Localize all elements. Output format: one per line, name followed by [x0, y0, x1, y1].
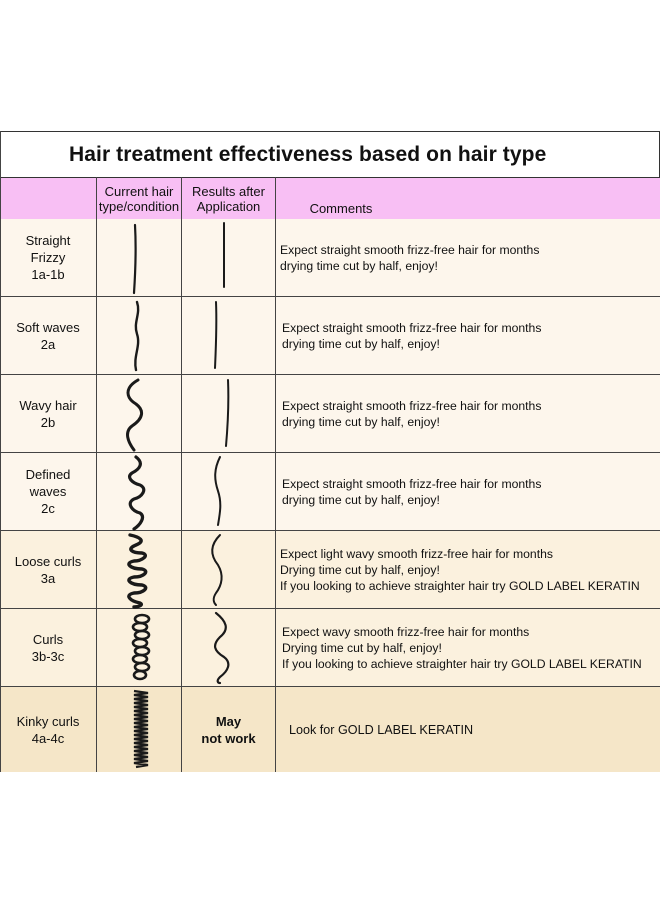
table-row: Soft waves 2a Expect straight smooth fri…	[0, 297, 660, 375]
hair-type-code: 3b-3c	[31, 648, 65, 664]
header-comments: Comments	[309, 201, 373, 216]
hair-type-cell: Loose curls 3a	[0, 531, 96, 608]
hair-type-line: Defined	[25, 467, 71, 482]
hair-type-table: Hair treatment effectiveness based on ha…	[0, 131, 660, 772]
straight-hair-icon	[214, 301, 218, 369]
comment-line: Expect straight smooth frizz-free hair f…	[280, 242, 540, 257]
straight-hair-icon	[132, 223, 137, 295]
hair-type-code: 2b	[40, 414, 56, 430]
hair-type-code: 2c	[41, 501, 55, 516]
column-divider	[181, 177, 182, 772]
hair-type-cell: Kinky curls 4a-4c	[0, 687, 96, 772]
hair-type-cell: Straight Frizzy 1a-1b	[0, 219, 96, 296]
table-title-row: Hair treatment effectiveness based on ha…	[0, 131, 660, 177]
wavy-hair-icon	[214, 611, 230, 685]
header-current-hair: Current hair type/condition	[97, 178, 181, 219]
soft-wave-hair-icon	[211, 534, 223, 606]
table-header-row: Current hair type/condition Results afte…	[0, 177, 660, 220]
comment-line: drying time cut by half, enjoy!	[282, 414, 440, 429]
hair-type-line: Straight	[25, 233, 71, 248]
hair-type-line: Soft waves	[16, 319, 80, 335]
table-row: Defined waves 2c Expect straight smooth …	[0, 453, 660, 531]
comment-line: Drying time cut by half, enjoy!	[280, 562, 440, 577]
table-row: Wavy hair 2b Expect straight smooth friz…	[0, 375, 660, 453]
header-results-line-2: Application	[196, 198, 261, 214]
hair-type-code: 3a	[40, 570, 56, 586]
hair-type-code: 2a	[40, 336, 56, 352]
header-results: Results after Application	[182, 178, 275, 219]
result-may-not-work: May not work	[182, 687, 275, 772]
comment-line: drying time cut by half, enjoy!	[280, 258, 438, 273]
hair-type-line: Loose curls	[14, 553, 82, 569]
straight-hair-icon	[225, 379, 230, 447]
loose-curl-hair-icon	[127, 533, 148, 609]
soft-wave-hair-icon	[214, 456, 222, 526]
comment-line: Drying time cut by half, enjoy!	[282, 640, 442, 655]
comment-line: If you looking to achieve straighter hai…	[280, 578, 640, 593]
hair-type-cell: Soft waves 2a	[0, 297, 96, 374]
comment-line: If you looking to achieve straighter hai…	[282, 656, 642, 671]
soft-wave-hair-icon	[134, 300, 140, 372]
comment-line: Expect straight smooth frizz-free hair f…	[282, 398, 542, 413]
comment-line: Expect straight smooth frizz-free hair f…	[282, 320, 542, 335]
comment-cell: Expect light wavy smooth frizz-free hair…	[276, 531, 660, 608]
table-row: Kinky curls 4a-4c May not work Look for …	[0, 687, 660, 772]
result-line: May	[215, 713, 242, 729]
hair-type-cell: Curls 3b-3c	[0, 609, 96, 686]
page-title: Hair treatment effectiveness based on ha…	[69, 142, 547, 166]
kinky-curl-hair-icon	[133, 689, 149, 769]
hair-type-line: Frizzy	[30, 250, 66, 265]
table-row: Straight Frizzy 1a-1b Expect straight sm…	[0, 219, 660, 297]
comment-cell: Expect straight smooth frizz-free hair f…	[276, 453, 660, 530]
column-divider	[96, 177, 97, 772]
hair-type-code: 4a-4c	[31, 730, 65, 746]
comment-cell: Expect straight smooth frizz-free hair f…	[276, 297, 660, 374]
straight-hair-icon	[223, 222, 225, 288]
column-divider	[275, 177, 276, 772]
comment-line: drying time cut by half, enjoy!	[282, 492, 440, 507]
table-row: Curls 3b-3c Expect wavy smooth frizz-fre…	[0, 609, 660, 687]
header-results-line-1: Results after	[192, 183, 265, 199]
result-line: not work	[201, 730, 256, 746]
hair-type-line: Curls	[32, 631, 64, 647]
hair-type-line: Wavy hair	[19, 397, 77, 413]
comment-cell: Look for GOLD LABEL KERATIN	[276, 687, 660, 772]
comment-line: Expect straight smooth frizz-free hair f…	[282, 476, 542, 491]
curly-hair-icon	[131, 613, 151, 681]
comment-cell: Expect straight smooth frizz-free hair f…	[276, 375, 660, 452]
wavy-hair-icon	[126, 378, 143, 452]
hair-type-cell: Defined waves 2c	[0, 453, 96, 530]
comment-line: Expect wavy smooth frizz-free hair for m…	[282, 624, 530, 639]
table-border-left	[0, 131, 1, 772]
header-current-line-1: Current hair	[104, 183, 174, 199]
hair-type-line: Kinky curls	[16, 713, 80, 729]
comment-line: drying time cut by half, enjoy!	[282, 336, 440, 351]
comment-line: Look for GOLD LABEL KERATIN	[289, 722, 474, 737]
header-current-line-2: type/condition	[98, 198, 180, 214]
comment-cell: Expect wavy smooth frizz-free hair for m…	[276, 609, 660, 686]
comment-cell: Expect straight smooth frizz-free hair f…	[276, 219, 660, 296]
comment-line: Expect light wavy smooth frizz-free hair…	[280, 546, 553, 561]
hair-type-line: waves	[29, 484, 67, 499]
hair-type-code: 1a-1b	[31, 267, 65, 282]
table-row: Loose curls 3a Expect light wavy smooth …	[0, 531, 660, 609]
defined-wave-hair-icon	[128, 455, 146, 531]
hair-type-cell: Wavy hair 2b	[0, 375, 96, 452]
